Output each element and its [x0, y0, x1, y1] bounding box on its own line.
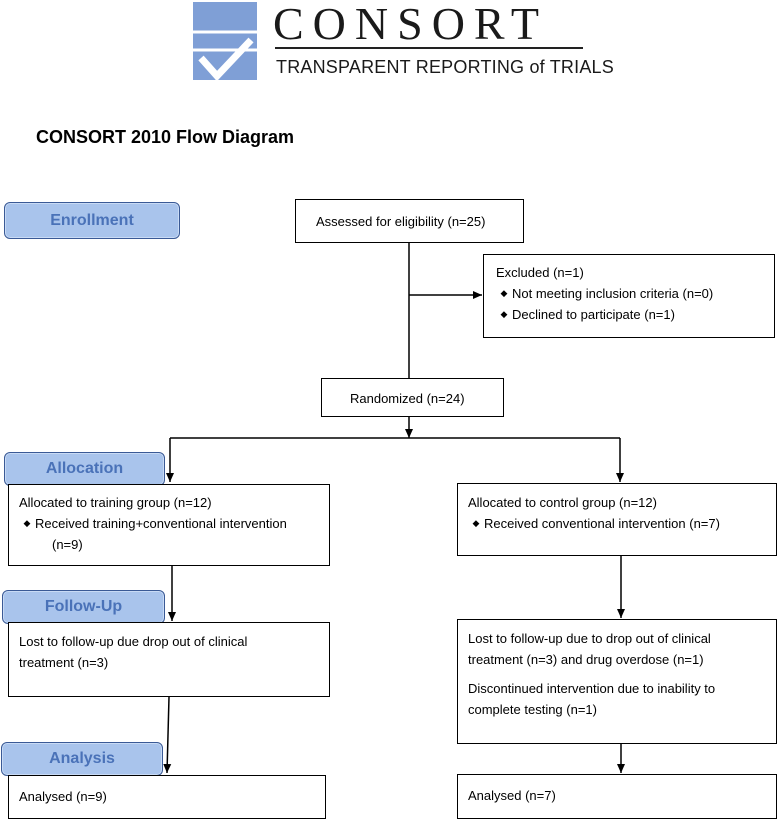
- diamond-bullet-icon: ◆: [500, 309, 508, 319]
- excluded-box: Excluded (n=1) ◆ Not meeting inclusion c…: [483, 254, 775, 338]
- training-analysis-box: Analysed (n=9): [8, 775, 326, 819]
- diamond-bullet-icon: ◆: [472, 518, 480, 528]
- randomized-box: Randomized (n=24): [321, 378, 504, 417]
- stage-analysis: Analysis: [1, 742, 163, 776]
- control-discontinued-line2: complete testing (n=1): [468, 702, 597, 717]
- excluded-item: ◆ Not meeting inclusion criteria (n=0): [496, 283, 774, 304]
- diamond-bullet-icon: ◆: [23, 518, 31, 528]
- connector-training-analysis: [163, 696, 172, 774]
- assessed-box: Assessed for eligibility (n=25): [295, 199, 524, 243]
- logo-wordmark: CONSORT: [273, 0, 548, 49]
- excluded-header: Excluded (n=1): [496, 265, 584, 280]
- logo-tagline: TRANSPARENT REPORTING of TRIALS: [276, 57, 614, 77]
- training-analysed-text: Analysed (n=9): [19, 789, 107, 804]
- control-analysis-box: Analysed (n=7): [457, 774, 777, 819]
- control-allocated-text: Allocated to control group (n=12): [468, 495, 657, 510]
- assessed-text: Assessed for eligibility (n=25): [316, 214, 486, 229]
- stage-followup: Follow-Up: [2, 590, 165, 624]
- logo-divider: [275, 47, 583, 49]
- control-lost-line1: Lost to follow-up due to drop out of cli…: [468, 631, 711, 646]
- stage-enrollment: Enrollment: [4, 202, 180, 239]
- consort-checkmark-icon: [193, 2, 257, 80]
- control-received-item: ◆ Received conventional intervention (n=…: [468, 513, 776, 534]
- consort-logo: CONSORT TRANSPARENT REPORTING of TRIALS: [193, 0, 614, 82]
- training-allocated-text: Allocated to training group (n=12): [19, 495, 212, 510]
- training-lost-line1: Lost to follow-up due drop out of clinic…: [19, 634, 248, 649]
- training-received-n: (n=9): [52, 537, 83, 552]
- training-allocation-box: Allocated to training group (n=12) ◆ Rec…: [8, 484, 330, 566]
- excluded-item: ◆ Declined to participate (n=1): [496, 304, 774, 325]
- stage-allocation: Allocation: [4, 452, 165, 486]
- control-lost-line2: treatment (n=3) and drug overdose (n=1): [468, 652, 704, 667]
- control-discontinued-line1: Discontinued intervention due to inabili…: [468, 681, 716, 696]
- diagram-title: CONSORT 2010 Flow Diagram: [36, 127, 295, 147]
- randomized-text: Randomized (n=24): [350, 391, 465, 406]
- control-followup-box: Lost to follow-up due to drop out of cli…: [457, 619, 777, 744]
- diamond-bullet-icon: ◆: [500, 288, 508, 298]
- control-analysed-text: Analysed (n=7): [468, 788, 556, 803]
- training-received-item: ◆ Received training+conventional interve…: [19, 513, 329, 534]
- training-followup-box: Lost to follow-up due drop out of clinic…: [8, 622, 330, 697]
- training-lost-line2: treatment (n=3): [19, 655, 109, 670]
- control-allocation-box: Allocated to control group (n=12) ◆ Rece…: [457, 483, 777, 556]
